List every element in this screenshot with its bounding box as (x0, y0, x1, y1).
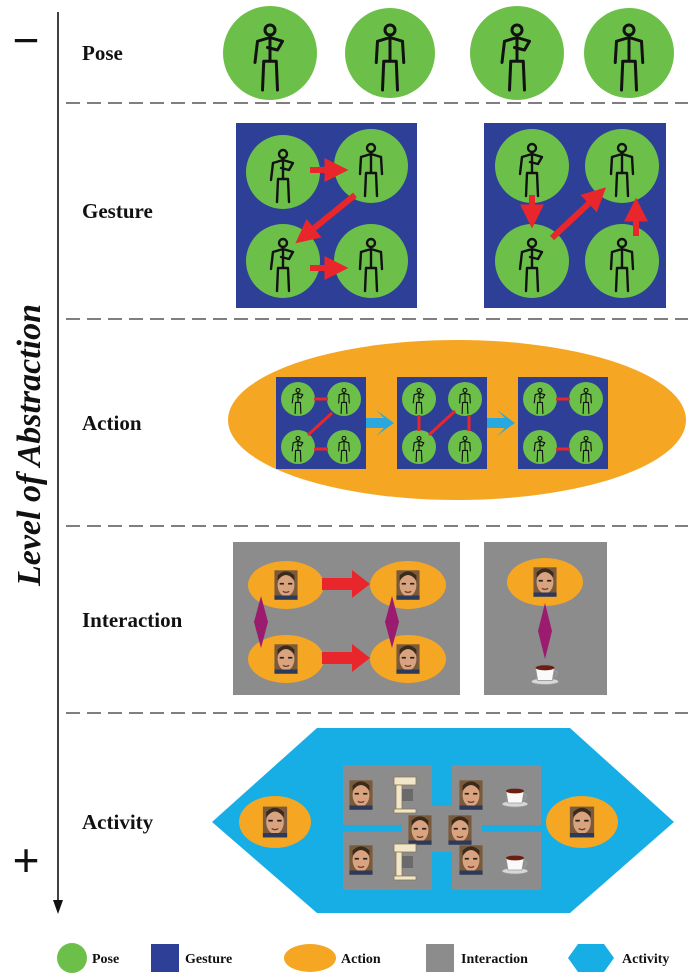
axis-minus-sign: − (13, 14, 40, 66)
level-label-gesture: Gesture (82, 199, 153, 223)
pose-node (584, 8, 674, 98)
legend-item-interaction: Interaction (426, 944, 528, 972)
legend-item-activity: Activity (568, 944, 669, 972)
legend-label-activity: Activity (622, 952, 669, 967)
interaction-box (233, 542, 460, 695)
axis-title: Level of Abstraction (11, 304, 48, 587)
gesture-box (484, 123, 666, 308)
legend-label-pose: Pose (92, 952, 119, 967)
legend-item-action: Action (284, 944, 381, 972)
activity-hexagon (212, 728, 674, 913)
legend-label-action: Action (341, 952, 381, 967)
abstraction-axis (53, 12, 63, 914)
level-label-interaction: Interaction (82, 608, 183, 632)
interaction-box (484, 542, 607, 695)
level-label-action: Action (82, 411, 142, 435)
pose-node (345, 8, 435, 98)
legend-label-gesture: Gesture (185, 952, 232, 967)
pose-row (223, 6, 674, 100)
level-label-pose: Pose (82, 41, 123, 65)
legend-label-interaction: Interaction (461, 952, 528, 967)
pose-node (470, 6, 564, 100)
legend-item-gesture: Gesture (151, 944, 232, 972)
axis-plus-sign: + (13, 834, 40, 886)
gesture-box (236, 123, 417, 308)
action-ellipse (228, 340, 686, 500)
level-label-activity: Activity (82, 810, 154, 834)
legend: Pose Gesture Action Interaction Activity (57, 943, 669, 973)
pose-node (223, 6, 317, 100)
legend-item-pose: Pose (57, 943, 119, 973)
